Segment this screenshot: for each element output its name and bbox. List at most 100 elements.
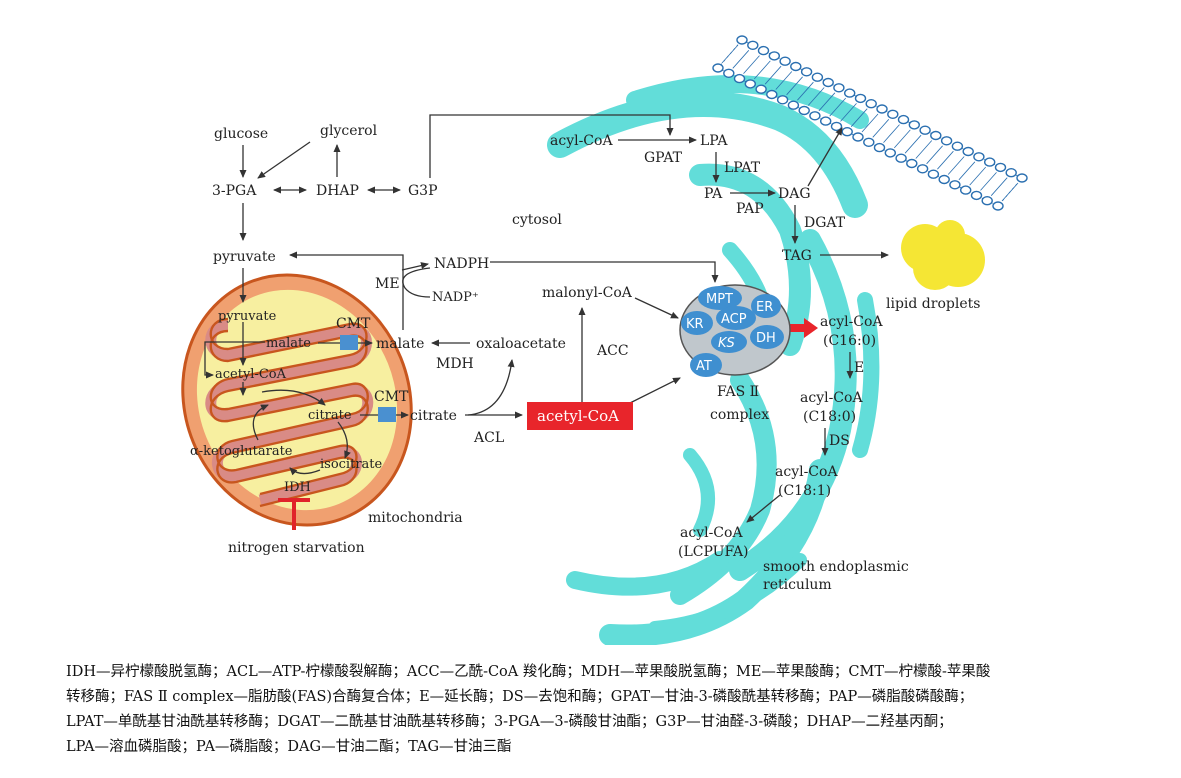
lipid-head xyxy=(876,104,888,114)
lipid-tail xyxy=(775,71,793,90)
lipid-head xyxy=(962,146,974,157)
label-glucose: glucose xyxy=(214,126,268,142)
endoplasmic-reticulum xyxy=(547,75,880,645)
lipid-head xyxy=(906,158,918,169)
label-pap: PAP xyxy=(736,201,764,217)
label-enz-er: ER xyxy=(756,300,773,315)
label-dgat: DGAT xyxy=(804,215,846,231)
lipid-head xyxy=(757,45,770,56)
lipid-tail xyxy=(1001,182,1019,202)
label-mito-citrate: citrate xyxy=(308,408,352,423)
label-e: E xyxy=(854,360,864,376)
label-mito-malate: malate xyxy=(266,336,311,351)
label-pyruvate: pyruvate xyxy=(213,249,276,265)
fas-complex xyxy=(679,284,791,377)
label-3pga: 3-PGA xyxy=(212,183,257,199)
lipid-tail xyxy=(958,161,976,181)
label-alpha-kg: α-ketoglutarate xyxy=(190,444,293,459)
lipid-head xyxy=(916,164,929,174)
caption-line-1: IDH—异柠檬酸脱氢酶；ACL—ATP-柠檬酸裂解酶；ACC—乙酰-CoA 羧化… xyxy=(66,664,991,680)
lipid-head xyxy=(830,121,843,132)
lipid-tail xyxy=(947,156,965,175)
lipid-head xyxy=(809,111,821,121)
lipid-head xyxy=(779,56,791,66)
lipid-head xyxy=(733,73,746,84)
lipid-head xyxy=(927,169,940,179)
lipid-head xyxy=(800,67,813,77)
enzyme-mpt xyxy=(698,286,742,310)
label-malonyl-coa: malonyl-CoA xyxy=(542,285,633,301)
label-enz-dh: DH xyxy=(756,331,776,346)
label-acyl-c16-a: acyl-CoA xyxy=(820,314,883,330)
lipid-tail xyxy=(926,145,943,165)
cmt-transporter-malate xyxy=(340,335,358,350)
lipid-tail xyxy=(786,76,803,96)
lipid-tail xyxy=(969,166,986,186)
lipid-tail xyxy=(840,103,857,122)
lipid-tail xyxy=(732,50,750,69)
label-gpat: GPAT xyxy=(644,150,683,166)
lipid-head xyxy=(970,190,983,201)
label-cmt-2: CMT xyxy=(374,389,409,405)
inhibition-mark xyxy=(278,498,310,530)
label-acyl-c18-0-b: (C18:0) xyxy=(803,409,856,425)
label-malate: malate xyxy=(376,336,424,352)
lipid-head xyxy=(919,125,931,135)
lipid-head xyxy=(736,35,748,45)
label-acyl-c16-b: (C16:0) xyxy=(823,333,876,349)
label-enz-at: AT xyxy=(696,359,712,374)
lipid-tail xyxy=(872,119,890,138)
label-g3p: G3P xyxy=(408,183,438,199)
label-enz-ks: KS xyxy=(718,336,735,351)
caption-line-2: 转移酶；FAS Ⅱ complex—脂肪酸(FAS)合酶复合体；E—延长酶；DS… xyxy=(66,689,974,705)
enzyme-at xyxy=(690,353,722,377)
label-fas-line1: FAS Ⅱ xyxy=(717,384,759,400)
label-lpat: LPAT xyxy=(724,160,761,176)
label-nadp: NADP⁺ xyxy=(432,290,479,305)
label-acetyl-coa: acetyl-CoA xyxy=(537,407,619,425)
lipid-head xyxy=(747,40,759,50)
lipid-head xyxy=(766,89,778,100)
label-cmt-1: CMT xyxy=(336,316,371,332)
lipid-head xyxy=(873,142,886,153)
caption-line-3: LPAT—单酰基甘油酰基转移酶；DGAT—二酰基甘油酰基转移酶；3-PGA—3-… xyxy=(66,714,953,730)
lipid-head xyxy=(723,68,735,79)
lipid-head xyxy=(744,79,756,89)
label-enz-acp: ACP xyxy=(721,312,747,327)
label-acl: ACL xyxy=(473,430,504,446)
label-me: ME xyxy=(375,276,400,292)
lipid-head xyxy=(776,95,789,105)
label-ds: DS xyxy=(829,433,850,449)
lipid-tail xyxy=(807,87,825,106)
lipid-tail xyxy=(721,44,739,64)
label-mitochondria: mitochondria xyxy=(368,510,463,526)
lipid-tail xyxy=(904,134,922,154)
lipid-head xyxy=(768,51,780,61)
lipid-head xyxy=(863,137,875,148)
enzyme-ks xyxy=(711,331,747,353)
enzyme-dh xyxy=(750,325,784,349)
lipid-head xyxy=(822,77,834,88)
lipid-tail xyxy=(754,60,771,80)
enzyme-kr xyxy=(681,311,713,335)
lipid-tail xyxy=(861,113,879,133)
lipid-head xyxy=(712,63,724,73)
label-lipid-droplets: lipid droplets xyxy=(886,296,980,312)
label-lpa: LPA xyxy=(700,133,728,149)
label-cytosol: cytosol xyxy=(512,212,562,228)
lipid-head xyxy=(787,100,800,110)
enzyme-acp xyxy=(716,306,756,330)
lipid-tail xyxy=(818,92,836,112)
label-mito-acetyl-coa: acetyl-CoA xyxy=(215,367,287,382)
label-tag: TAG xyxy=(782,248,812,264)
arrows xyxy=(204,114,889,523)
lipid-head xyxy=(940,136,953,146)
caption-line-4: LPA—溶血磷脂酸；PA—磷脂酸；DAG—甘油二酯；TAG—甘油三酯 xyxy=(66,739,512,755)
lipid-head xyxy=(992,201,1004,211)
label-enz-kr: KR xyxy=(686,317,704,332)
label-acyl-c18-1-a: acyl-CoA xyxy=(775,464,838,480)
label-idh: IDH xyxy=(284,480,311,495)
lipid-head xyxy=(841,126,853,137)
label-acc: ACC xyxy=(596,343,629,359)
